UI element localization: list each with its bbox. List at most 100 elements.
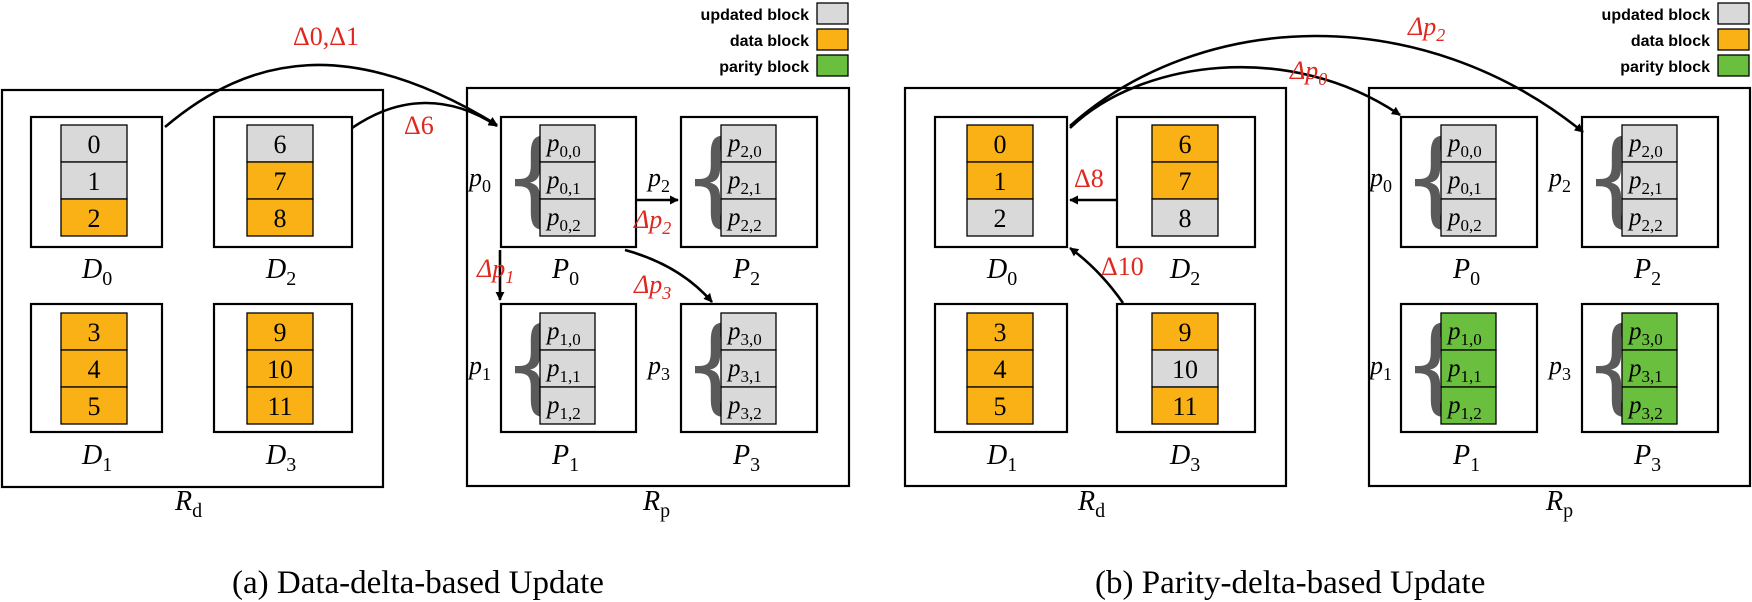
node-p1-b: { p1 p1,0 p1,1 p1,2 P1 — [1368, 302, 1539, 476]
node-d3-label: D3 — [265, 440, 296, 476]
block-9: 9 — [274, 318, 287, 347]
svg-text:p1,1: p1,1 — [1446, 355, 1482, 386]
svg-text:p2: p2 — [1547, 163, 1571, 196]
node-p3: { p3 p3,0 p3,1 p3,2 P3 — [646, 302, 819, 476]
node-p2-label: P2 — [732, 254, 760, 290]
delta-label-d6: Δ6 — [404, 111, 434, 140]
svg-text:9: 9 — [1179, 318, 1192, 347]
svg-text:p1: p1 — [1368, 351, 1392, 384]
svg-text:p3,1: p3,1 — [726, 355, 762, 386]
node-d1-label-b: D1 — [986, 440, 1017, 476]
panel-a: Rd 0 1 2 D0 6 7 8 D2 — [0, 2, 851, 601]
svg-text:p2,1: p2,1 — [1627, 167, 1663, 198]
region-rp-label: Rp — [642, 486, 670, 522]
node-d0: 0 1 2 D0 — [29, 115, 164, 290]
arrow-p0-to-p3 — [624, 248, 713, 303]
arrow-d2-to-p0 — [351, 101, 498, 130]
svg-text:p0,0: p0,0 — [545, 130, 581, 161]
node-d0-label-b: D0 — [986, 254, 1017, 290]
node-p3-label: P3 — [732, 440, 760, 476]
svg-text:p1,1: p1,1 — [545, 355, 581, 386]
caption-a: (a) Data-delta-based Update — [232, 565, 604, 601]
svg-text:parity block: parity block — [719, 59, 809, 76]
svg-text:p0,1: p0,1 — [1446, 167, 1482, 198]
node-p2: { p2 p2,0 p2,1 p2,2 P2 — [646, 115, 819, 290]
node-p3-label-b: P3 — [1633, 440, 1661, 476]
delta-label-dp2-a: Δp2 — [633, 205, 671, 238]
legend-a: updated block data block parity block — [701, 2, 849, 77]
delta-label-dp2-b: Δp2 — [1407, 12, 1445, 45]
node-d1: 3 4 5 D1 — [29, 302, 164, 476]
p2-side-label: p2 — [646, 163, 670, 196]
p0-side-label: p0 — [467, 163, 491, 196]
block-7: 7 — [274, 167, 287, 196]
block-0: 0 — [88, 130, 101, 159]
svg-text:p0,1: p0,1 — [545, 167, 581, 198]
svg-text:p0,0: p0,0 — [1446, 130, 1482, 161]
node-p0-label-b: P0 — [1452, 254, 1480, 290]
svg-text:3: 3 — [994, 318, 1007, 347]
region-rd-label: Rd — [174, 486, 202, 522]
block-3: 3 — [88, 318, 101, 347]
block-4: 4 — [88, 355, 101, 384]
node-p2-label-b: P2 — [1633, 254, 1661, 290]
svg-text:p3,2: p3,2 — [726, 392, 762, 423]
node-d2: 6 7 8 D2 — [212, 115, 354, 290]
arrow-d0-to-p0-b — [1069, 65, 1401, 129]
p1-side-label: p1 — [467, 351, 491, 384]
svg-text:p3,0: p3,0 — [1627, 318, 1663, 349]
delta-label-d8-b: Δ8 — [1074, 164, 1104, 193]
svg-text:data block: data block — [730, 33, 809, 50]
node-p2-b: { p2 p2,0 p2,1 p2,2 P2 — [1547, 115, 1720, 290]
node-p3-b: { p3 p3,0 p3,1 p3,2 P3 — [1547, 302, 1720, 476]
svg-text:parity block: parity block — [1620, 59, 1710, 76]
svg-text:11: 11 — [1172, 392, 1197, 421]
svg-text:6: 6 — [1179, 130, 1192, 159]
delta-label-dp1-a: Δp1 — [476, 254, 514, 287]
block-2: 2 — [88, 204, 101, 233]
block-6: 6 — [274, 130, 287, 159]
svg-text:p2,0: p2,0 — [1627, 130, 1663, 161]
svg-text:p2,2: p2,2 — [726, 204, 762, 235]
svg-text:p2,2: p2,2 — [1627, 204, 1663, 235]
arrow-d0-to-p2-b — [1069, 34, 1584, 134]
arrow-d0-to-p0 — [164, 63, 498, 128]
block-8: 8 — [274, 204, 287, 233]
svg-text:p3,2: p3,2 — [1627, 392, 1663, 423]
svg-text:p1,2: p1,2 — [545, 392, 581, 423]
svg-text:1: 1 — [994, 167, 1007, 196]
arrow-d3-to-d0-b — [1069, 246, 1125, 304]
block-5: 5 — [88, 392, 101, 421]
p3-side-label: p3 — [646, 351, 670, 384]
node-d3: 9 10 11 D3 — [212, 302, 354, 476]
svg-text:p0,2: p0,2 — [1446, 204, 1482, 235]
delta-label-d0-d1: Δ0,Δ1 — [293, 22, 359, 51]
caption-b: (b) Parity-delta-based Update — [1095, 565, 1485, 601]
svg-text:10: 10 — [1172, 355, 1198, 384]
block-1: 1 — [88, 167, 101, 196]
svg-text:4: 4 — [994, 355, 1007, 384]
svg-text:p2,0: p2,0 — [726, 130, 762, 161]
block-11: 11 — [267, 392, 292, 421]
delta-label-dp0-b: Δp0 — [1289, 56, 1327, 89]
node-d1-label: D1 — [81, 440, 112, 476]
svg-text:p1,0: p1,0 — [1446, 318, 1482, 349]
svg-text:p1,0: p1,0 — [545, 318, 581, 349]
node-d3-label-b: D3 — [1169, 440, 1200, 476]
node-d2-label-b: D2 — [1169, 254, 1200, 290]
node-p0: { p0 p0,0 p0,1 p0,2 P0 — [467, 115, 638, 290]
node-p1-label-b: P1 — [1452, 440, 1480, 476]
svg-text:p1,2: p1,2 — [1446, 392, 1482, 423]
svg-text:p3,1: p3,1 — [1627, 355, 1663, 386]
svg-text:7: 7 — [1179, 167, 1192, 196]
block-10: 10 — [267, 355, 293, 384]
node-d1-b: 3 4 5 D1 — [933, 302, 1069, 476]
svg-text:0: 0 — [994, 130, 1007, 159]
svg-text:p0: p0 — [1368, 163, 1392, 196]
panel-b: Rd 0 1 2 D0 6 7 8 D2 — [903, 2, 1752, 601]
node-d0-label: D0 — [81, 254, 112, 290]
node-d2-b: 6 7 8 D2 — [1115, 115, 1257, 290]
node-p1-label: P1 — [551, 440, 579, 476]
svg-text:p3,0: p3,0 — [726, 318, 762, 349]
svg-text:data block: data block — [1631, 33, 1710, 50]
